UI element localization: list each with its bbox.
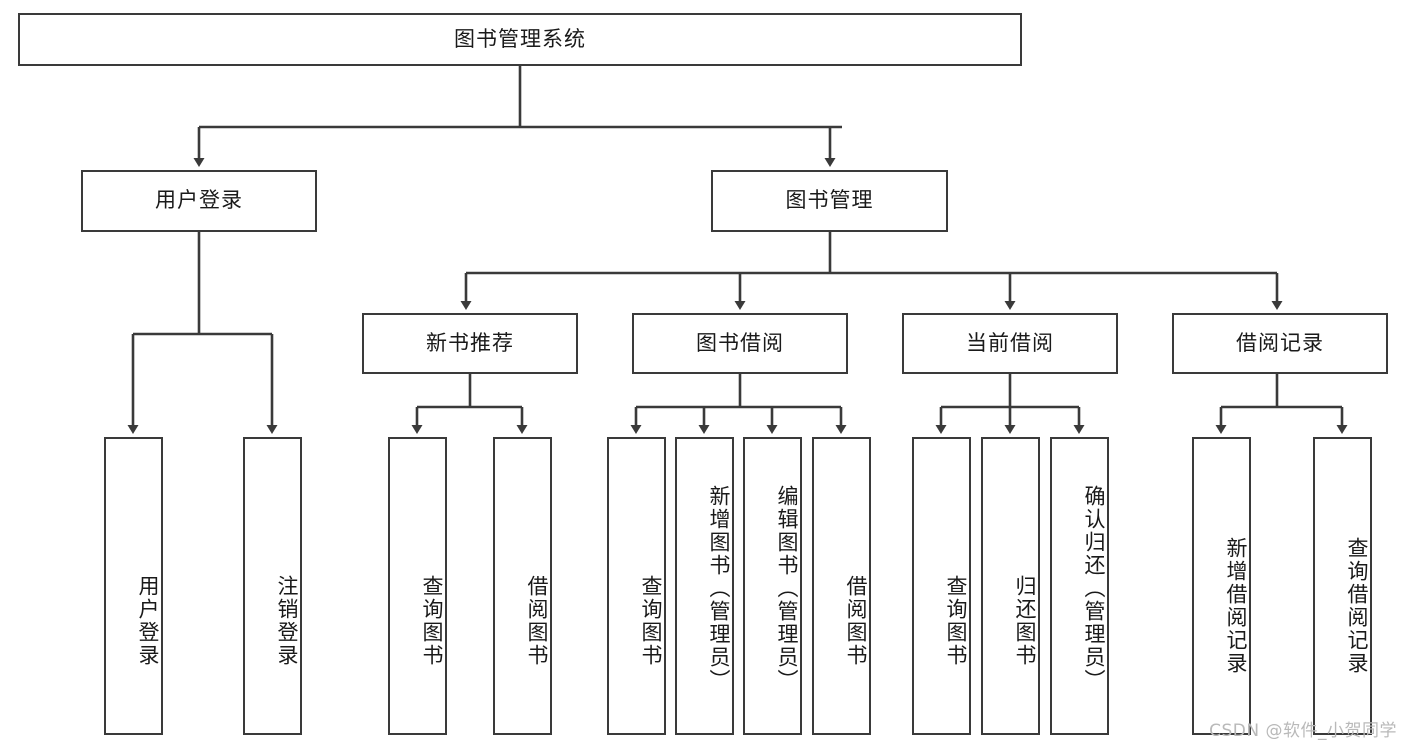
node-root-label: 图书管理系统 (454, 26, 586, 51)
node-borrow-record[interactable]: 借阅记录 (1172, 313, 1388, 374)
leaf-confirm-return-admin[interactable]: 确认归还（管理员） (1050, 437, 1109, 735)
leaf-query-book-1[interactable]: 查询图书 (388, 437, 447, 735)
node-root[interactable]: 图书管理系统 (18, 13, 1022, 66)
node-book-borrow[interactable]: 图书借阅 (632, 313, 848, 374)
node-user-login[interactable]: 用户登录 (81, 170, 317, 232)
node-borrow-record-label: 借阅记录 (1236, 330, 1324, 355)
node-book-manage[interactable]: 图书管理 (711, 170, 948, 232)
leaf-query-book-3[interactable]: 查询图书 (912, 437, 971, 735)
node-book-borrow-label: 图书借阅 (696, 330, 784, 355)
leaf-user-logout[interactable]: 注销登录 (243, 437, 302, 735)
node-new-book-recommend-label: 新书推荐 (426, 330, 514, 355)
leaf-return-book[interactable]: 归还图书 (981, 437, 1040, 735)
leaf-edit-book-admin[interactable]: 编辑图书（管理员） (743, 437, 802, 735)
leaf-add-borrow-record[interactable]: 新增借阅记录 (1192, 437, 1251, 735)
node-user-login-label: 用户登录 (155, 188, 243, 213)
leaf-query-book-2[interactable]: 查询图书 (607, 437, 666, 735)
node-book-manage-label: 图书管理 (785, 188, 874, 213)
leaf-borrow-book-1[interactable]: 借阅图书 (493, 437, 552, 735)
leaf-user-login[interactable]: 用户登录 (104, 437, 163, 735)
leaf-query-borrow-record[interactable]: 查询借阅记录 (1313, 437, 1372, 735)
node-current-borrow-label: 当前借阅 (966, 330, 1054, 355)
node-current-borrow[interactable]: 当前借阅 (902, 313, 1118, 374)
leaf-add-book-admin[interactable]: 新增图书（管理员） (675, 437, 734, 735)
leaf-borrow-book-2[interactable]: 借阅图书 (812, 437, 871, 735)
node-new-book-recommend[interactable]: 新书推荐 (362, 313, 578, 374)
